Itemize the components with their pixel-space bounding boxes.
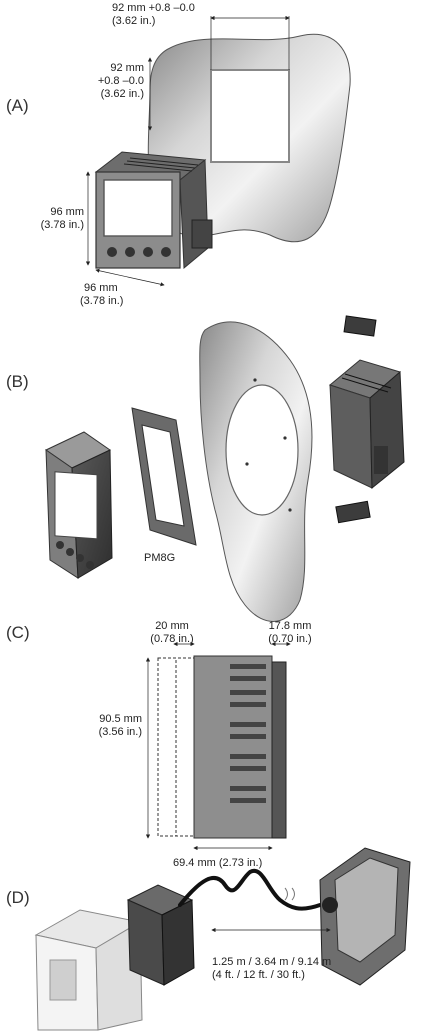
mounting-clip-bottom: [335, 500, 371, 524]
height-in: (3.56 in.): [98, 726, 142, 738]
cutout-height-tol: +0.8 –0.0: [97, 75, 144, 87]
panel-c-artwork: [145, 641, 291, 851]
height-mm: 90.5 mm: [99, 713, 142, 725]
meter-height-mm: 96 mm: [50, 206, 84, 218]
panel-cutout: [210, 69, 290, 163]
pm8g-gasket: [131, 407, 197, 546]
section-label-b: (B): [6, 372, 29, 391]
meter-base-light: [34, 909, 143, 1031]
rear-depth-in: (0.70 in.): [268, 633, 312, 645]
panel-d-artwork: [34, 847, 411, 1031]
meter-width-mm: 96 mm: [84, 282, 118, 294]
gasket-label: PM8G: [144, 552, 176, 564]
meter-width-in: (3.78 in.): [80, 295, 124, 307]
panel-a-artwork: [85, 15, 351, 287]
cutout-height-in: (3.62 in.): [100, 88, 144, 100]
body-depth: 69.4 mm (2.73 in.): [173, 857, 263, 869]
spacer-depth-in: (0.78 in.): [150, 633, 194, 645]
remote-adapter: [126, 884, 195, 986]
spacer-depth-mm: 20 mm: [155, 620, 189, 632]
cutout-height-mm: 92 mm: [110, 62, 144, 74]
meter-height-in: (3.78 in.): [40, 219, 84, 231]
panel-b-artwork: [45, 315, 405, 622]
meter-bezel: [45, 431, 113, 579]
display-cable: [178, 868, 322, 911]
section-label-d: (D): [6, 888, 30, 907]
panel-b-hole: [225, 384, 299, 516]
cutout-width-mm: 92 mm +0.8 –0.0: [112, 2, 195, 14]
power-meter-unit: [94, 151, 213, 270]
section-label-a: (A): [6, 96, 29, 115]
meter-body: [328, 359, 405, 490]
cutout-width-in: (3.62 in.): [112, 15, 156, 27]
rear-depth-mm: 17.8 mm: [268, 620, 312, 632]
mounting-clip-top: [343, 315, 377, 337]
cable-lengths-m: 1.25 m / 3.64 m / 9.14 m: [212, 956, 332, 968]
meter-side-view: [193, 655, 287, 839]
section-label-c: (C): [6, 623, 30, 642]
cable-lengths-ft: (4 ft. / 12 ft. / 30 ft.): [212, 969, 305, 981]
remote-display: [319, 847, 411, 986]
